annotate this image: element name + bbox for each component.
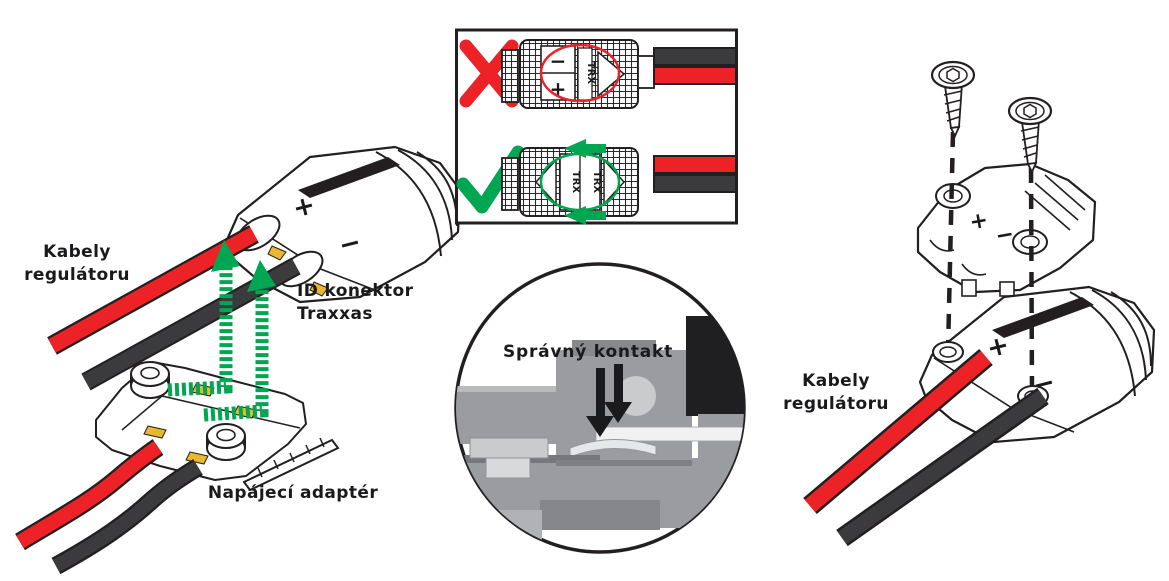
trx-logo: TRX: [585, 62, 596, 85]
contact-pointer-arrows-icon: [586, 364, 632, 437]
label-correct-contact: Správný kontakt: [502, 342, 674, 362]
regulator-connector: [918, 285, 1156, 444]
adapter-wires: [15, 439, 203, 575]
label-id-connector-traxxas: ID konektor Traxxas: [297, 281, 414, 324]
plus-marking: +: [968, 208, 990, 236]
contact-detail-circle: [454, 262, 746, 554]
connector-cover: + −: [916, 162, 1097, 297]
label-esc-cables-left: Kabely regulátoru: [24, 242, 130, 285]
trx-logo: TRX: [570, 171, 581, 194]
adapter-post: [206, 423, 246, 461]
minus-marking: −: [994, 222, 1016, 250]
minus-marking: −: [550, 49, 567, 73]
green-highlight-ellipse: [539, 152, 621, 212]
screw-icon: [1007, 96, 1053, 174]
label-power-adapter: Napájecí adaptér: [207, 483, 379, 503]
orientation-comparison-box: − + TRX TRX TRX: [455, 28, 738, 225]
label-esc-cables-right: Kabely regulátoru: [783, 371, 889, 414]
insertion-arrows-icon: [167, 240, 276, 422]
alignment-dashed-lines: [945, 131, 1035, 393]
adapter-post: [130, 361, 170, 399]
correct-connector-pair: TRX TRX: [501, 139, 737, 225]
screw-icon: [930, 60, 976, 138]
wrong-connector-pair: − + TRX: [501, 39, 737, 109]
trx-logo: TRX: [591, 171, 602, 194]
regulator-wires: [803, 348, 1049, 547]
red-highlight-ellipse: [539, 43, 621, 103]
